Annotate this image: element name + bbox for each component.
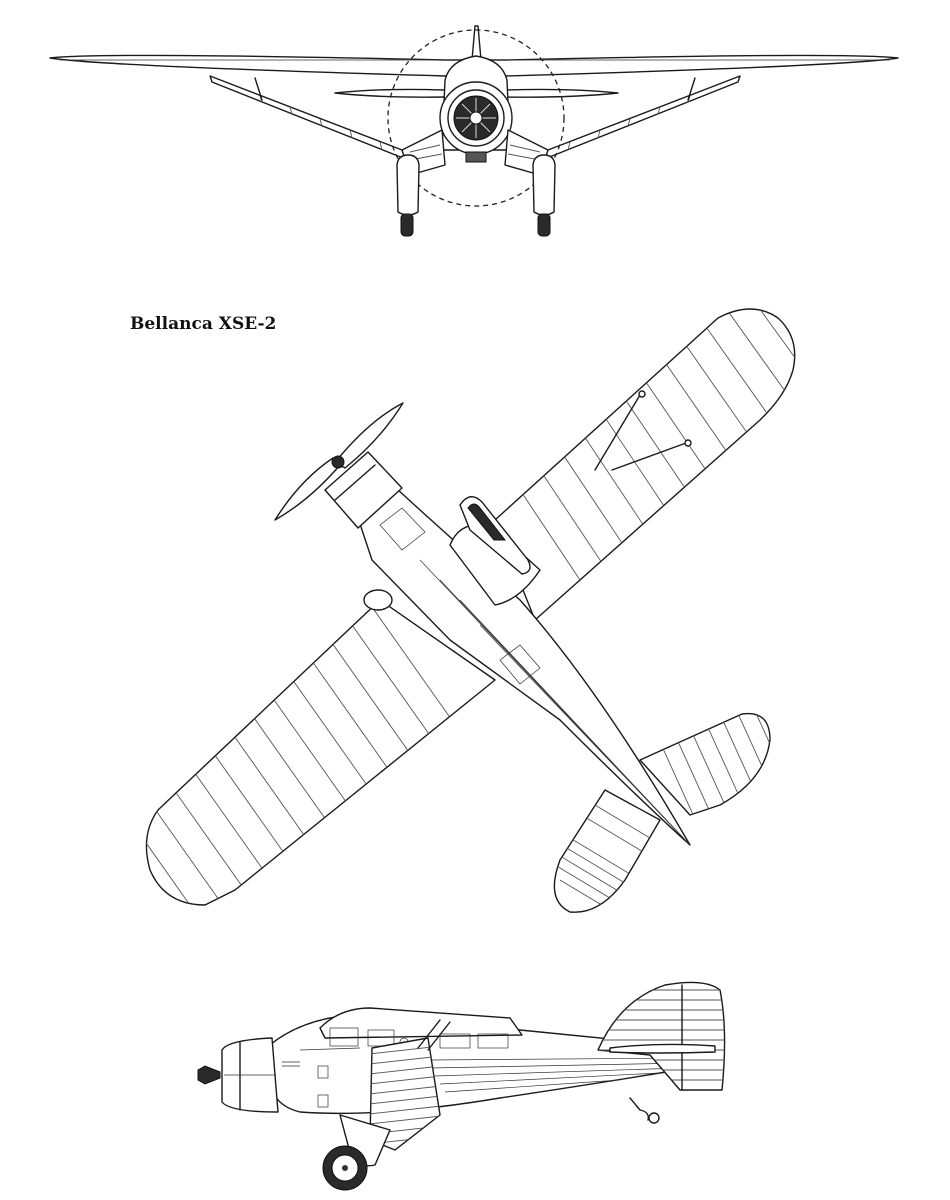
top-fuselage bbox=[351, 477, 691, 846]
right-strut bbox=[541, 75, 741, 161]
right-gear-fairing bbox=[532, 154, 556, 216]
front-view bbox=[49, 25, 899, 237]
tail-wheel bbox=[648, 1112, 660, 1124]
side-fin bbox=[597, 981, 726, 1091]
left-gear-fairing bbox=[396, 154, 420, 216]
top-left-stabilizer bbox=[553, 789, 661, 913]
top-view bbox=[145, 308, 796, 913]
side-stabilizer bbox=[609, 1043, 716, 1054]
left-wheel bbox=[400, 213, 414, 237]
right-wheel bbox=[537, 213, 551, 237]
top-right-stabilizer bbox=[639, 712, 771, 816]
side-canopy bbox=[319, 1007, 523, 1039]
side-propeller-hub bbox=[197, 1065, 221, 1085]
top-left-wing bbox=[145, 599, 496, 906]
front-fin bbox=[471, 25, 482, 61]
top-engine-cowling bbox=[324, 451, 403, 529]
aircraft-title: Bellanca XSE-2 bbox=[130, 314, 277, 334]
left-strut bbox=[209, 75, 409, 161]
top-right-wing bbox=[494, 308, 796, 621]
propeller-arc bbox=[387, 29, 565, 207]
side-view bbox=[197, 981, 726, 1191]
